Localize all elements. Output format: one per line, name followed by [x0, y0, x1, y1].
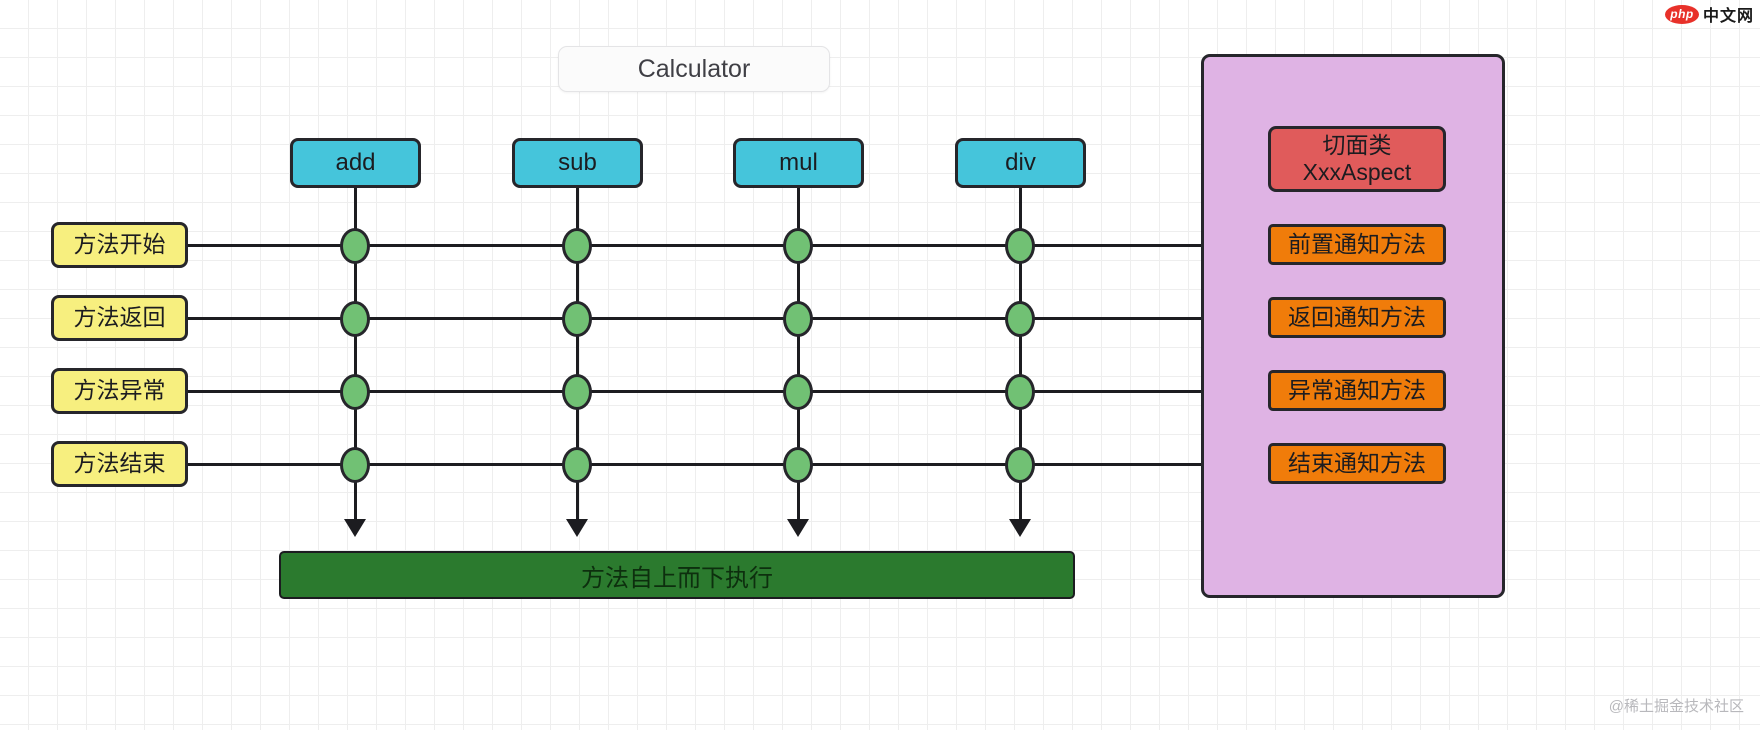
join-point-sub-exception: [562, 374, 592, 410]
join-point-mul-exception: [783, 374, 813, 410]
advice-box-before[interactable]: 前置通知方法: [1268, 224, 1446, 265]
advice-label: 前置通知方法: [1288, 230, 1426, 257]
execution-line-div: [1019, 188, 1022, 528]
php-logo-icon: php: [1664, 4, 1699, 24]
class-title-box: Calculator: [558, 46, 830, 92]
join-point-mul-end: [783, 447, 813, 483]
stage-label: 方法结束: [73, 450, 166, 477]
execution-line-sub: [576, 188, 579, 528]
join-point-sub-start: [562, 228, 592, 264]
execution-line-mul: [797, 188, 800, 528]
class-title-label: Calculator: [637, 54, 751, 83]
join-point-add-exception: [340, 374, 370, 410]
method-label: sub: [558, 148, 597, 176]
watermark-php: php 中文网: [1664, 2, 1754, 26]
connector-line-method-exception: [186, 390, 1268, 393]
aspect-class-name-line2: XxxAspect: [1302, 159, 1412, 185]
stage-box-method-end[interactable]: 方法结束: [51, 441, 188, 487]
join-point-div-exception: [1005, 374, 1035, 410]
advice-box-after-returning[interactable]: 返回通知方法: [1268, 297, 1446, 338]
stage-label: 方法异常: [73, 377, 166, 404]
execution-flow-bar: 方法自上而下执行: [279, 551, 1075, 599]
method-label: div: [1005, 148, 1036, 176]
stage-label: 方法开始: [73, 231, 166, 258]
join-point-div-return: [1005, 301, 1035, 337]
execution-flow-label: 方法自上而下执行: [581, 564, 773, 592]
aspect-class-name-line1: 切面类: [1322, 131, 1392, 158]
connector-line-method-return: [186, 317, 1268, 320]
join-point-sub-end: [562, 447, 592, 483]
advice-label: 返回通知方法: [1288, 303, 1426, 330]
join-point-add-start: [340, 228, 370, 264]
connector-line-method-start: [186, 244, 1268, 247]
arrowhead-mul: [787, 519, 809, 537]
method-box-mul[interactable]: mul: [733, 138, 864, 188]
advice-label: 异常通知方法: [1288, 376, 1426, 403]
join-point-mul-return: [783, 301, 813, 337]
connector-line-method-end: [186, 463, 1268, 466]
stage-box-method-start[interactable]: 方法开始: [51, 222, 188, 268]
join-point-div-end: [1005, 447, 1035, 483]
stage-box-method-exception[interactable]: 方法异常: [51, 368, 188, 414]
method-box-div[interactable]: div: [955, 138, 1086, 188]
php-watermark-label: 中文网: [1702, 8, 1754, 25]
arrowhead-div: [1009, 519, 1031, 537]
advice-box-after[interactable]: 结束通知方法: [1268, 443, 1446, 484]
watermark-juejin: @稀土掘金技术社区: [1608, 698, 1744, 715]
arrowhead-add: [344, 519, 366, 537]
aspect-class-box[interactable]: 切面类 XxxAspect: [1268, 126, 1446, 192]
method-box-sub[interactable]: sub: [512, 138, 643, 188]
arrowhead-sub: [566, 519, 588, 537]
join-point-sub-return: [562, 301, 592, 337]
advice-label: 结束通知方法: [1288, 449, 1426, 476]
join-point-mul-start: [783, 228, 813, 264]
method-label: mul: [779, 148, 818, 176]
execution-line-add: [354, 188, 357, 528]
join-point-add-return: [340, 301, 370, 337]
join-point-add-end: [340, 447, 370, 483]
advice-box-after-throwing[interactable]: 异常通知方法: [1268, 370, 1446, 411]
stage-box-method-return[interactable]: 方法返回: [51, 295, 188, 341]
method-label: add: [335, 148, 376, 176]
join-point-div-start: [1005, 228, 1035, 264]
stage-label: 方法返回: [73, 304, 166, 331]
method-box-add[interactable]: add: [290, 138, 421, 188]
